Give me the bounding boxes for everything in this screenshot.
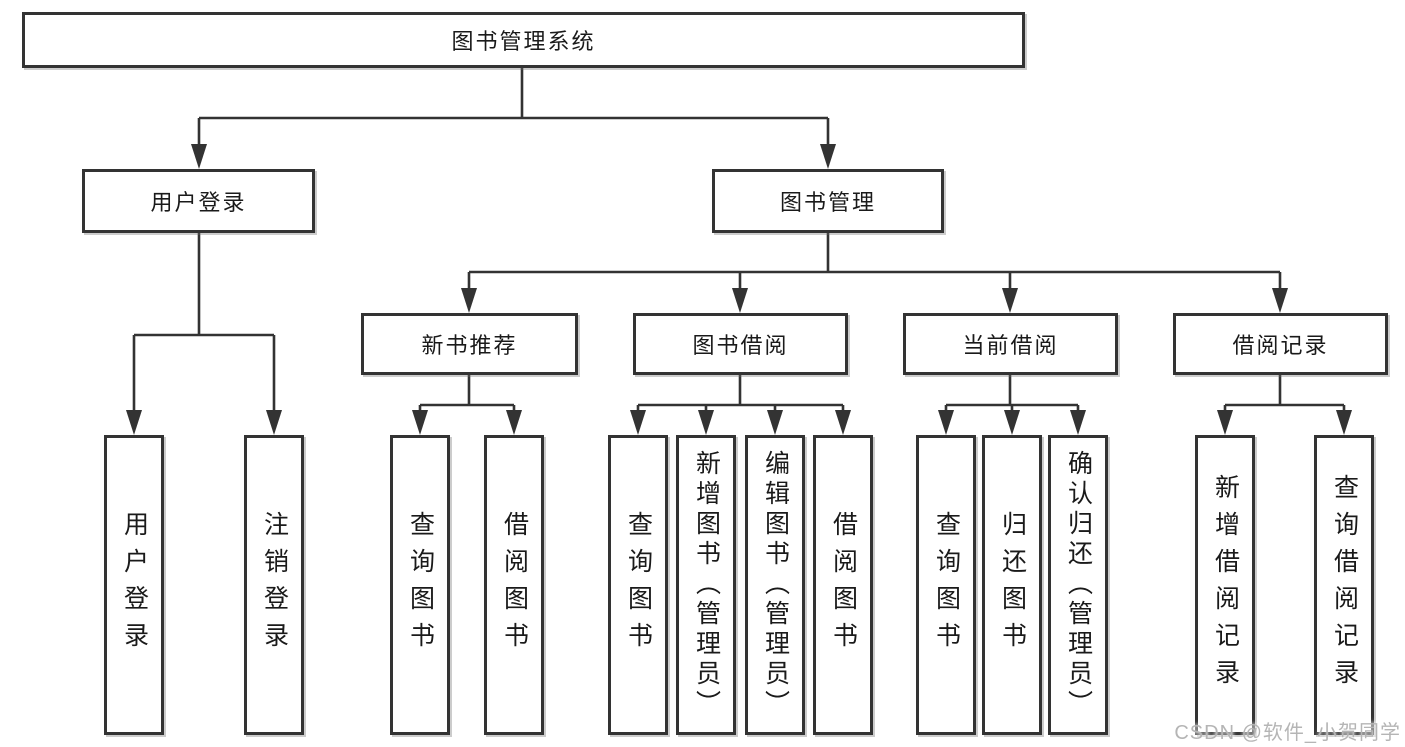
arrowhead bbox=[630, 410, 646, 435]
arrowhead bbox=[938, 410, 954, 435]
node-current-borrowing: 当前借阅 bbox=[903, 313, 1118, 375]
arrowhead bbox=[126, 410, 142, 435]
arrowhead bbox=[1004, 410, 1020, 435]
leaf-borrow-books-1: 借阅图书 bbox=[484, 435, 544, 735]
arrowhead bbox=[767, 410, 783, 435]
leaf-logout: 注销登录 bbox=[244, 435, 304, 735]
leaf-confirm-return-admin: 确认归还（管理员） bbox=[1048, 435, 1108, 735]
arrowhead bbox=[461, 288, 477, 313]
arrowhead bbox=[732, 288, 748, 313]
arrowhead bbox=[835, 410, 851, 435]
arrowhead bbox=[698, 410, 714, 435]
arrowhead bbox=[1272, 288, 1288, 313]
arrowhead bbox=[1070, 410, 1086, 435]
node-new-book-recommend: 新书推荐 bbox=[361, 313, 578, 375]
leaf-query-borrow-record: 查询借阅记录 bbox=[1314, 435, 1374, 735]
leaf-borrow-books-2: 借阅图书 bbox=[813, 435, 873, 735]
node-root-library-system: 图书管理系统 bbox=[22, 12, 1025, 68]
arrowhead bbox=[1217, 410, 1233, 435]
node-book-borrowing: 图书借阅 bbox=[633, 313, 848, 375]
leaf-add-borrow-record: 新增借阅记录 bbox=[1195, 435, 1255, 735]
arrowhead bbox=[412, 410, 428, 435]
arrowhead bbox=[1002, 288, 1018, 313]
leaf-add-book-admin: 新增图书（管理员） bbox=[676, 435, 736, 735]
node-book-management: 图书管理 bbox=[712, 169, 944, 233]
leaf-query-books-3: 查询图书 bbox=[916, 435, 976, 735]
arrowhead bbox=[506, 410, 522, 435]
arrowhead bbox=[191, 144, 207, 169]
node-borrowing-records: 借阅记录 bbox=[1173, 313, 1388, 375]
arrowhead bbox=[1336, 410, 1352, 435]
arrowhead bbox=[820, 144, 836, 169]
leaf-query-books-1: 查询图书 bbox=[390, 435, 450, 735]
leaf-edit-book-admin: 编辑图书（管理员） bbox=[745, 435, 805, 735]
arrowhead bbox=[266, 410, 282, 435]
leaf-user-login: 用户登录 bbox=[104, 435, 164, 735]
watermark: CSDN @软件_小贺同学 bbox=[1174, 722, 1401, 744]
leaf-return-book: 归还图书 bbox=[982, 435, 1042, 735]
node-user-login: 用户登录 bbox=[82, 169, 315, 233]
leaf-query-books-2: 查询图书 bbox=[608, 435, 668, 735]
